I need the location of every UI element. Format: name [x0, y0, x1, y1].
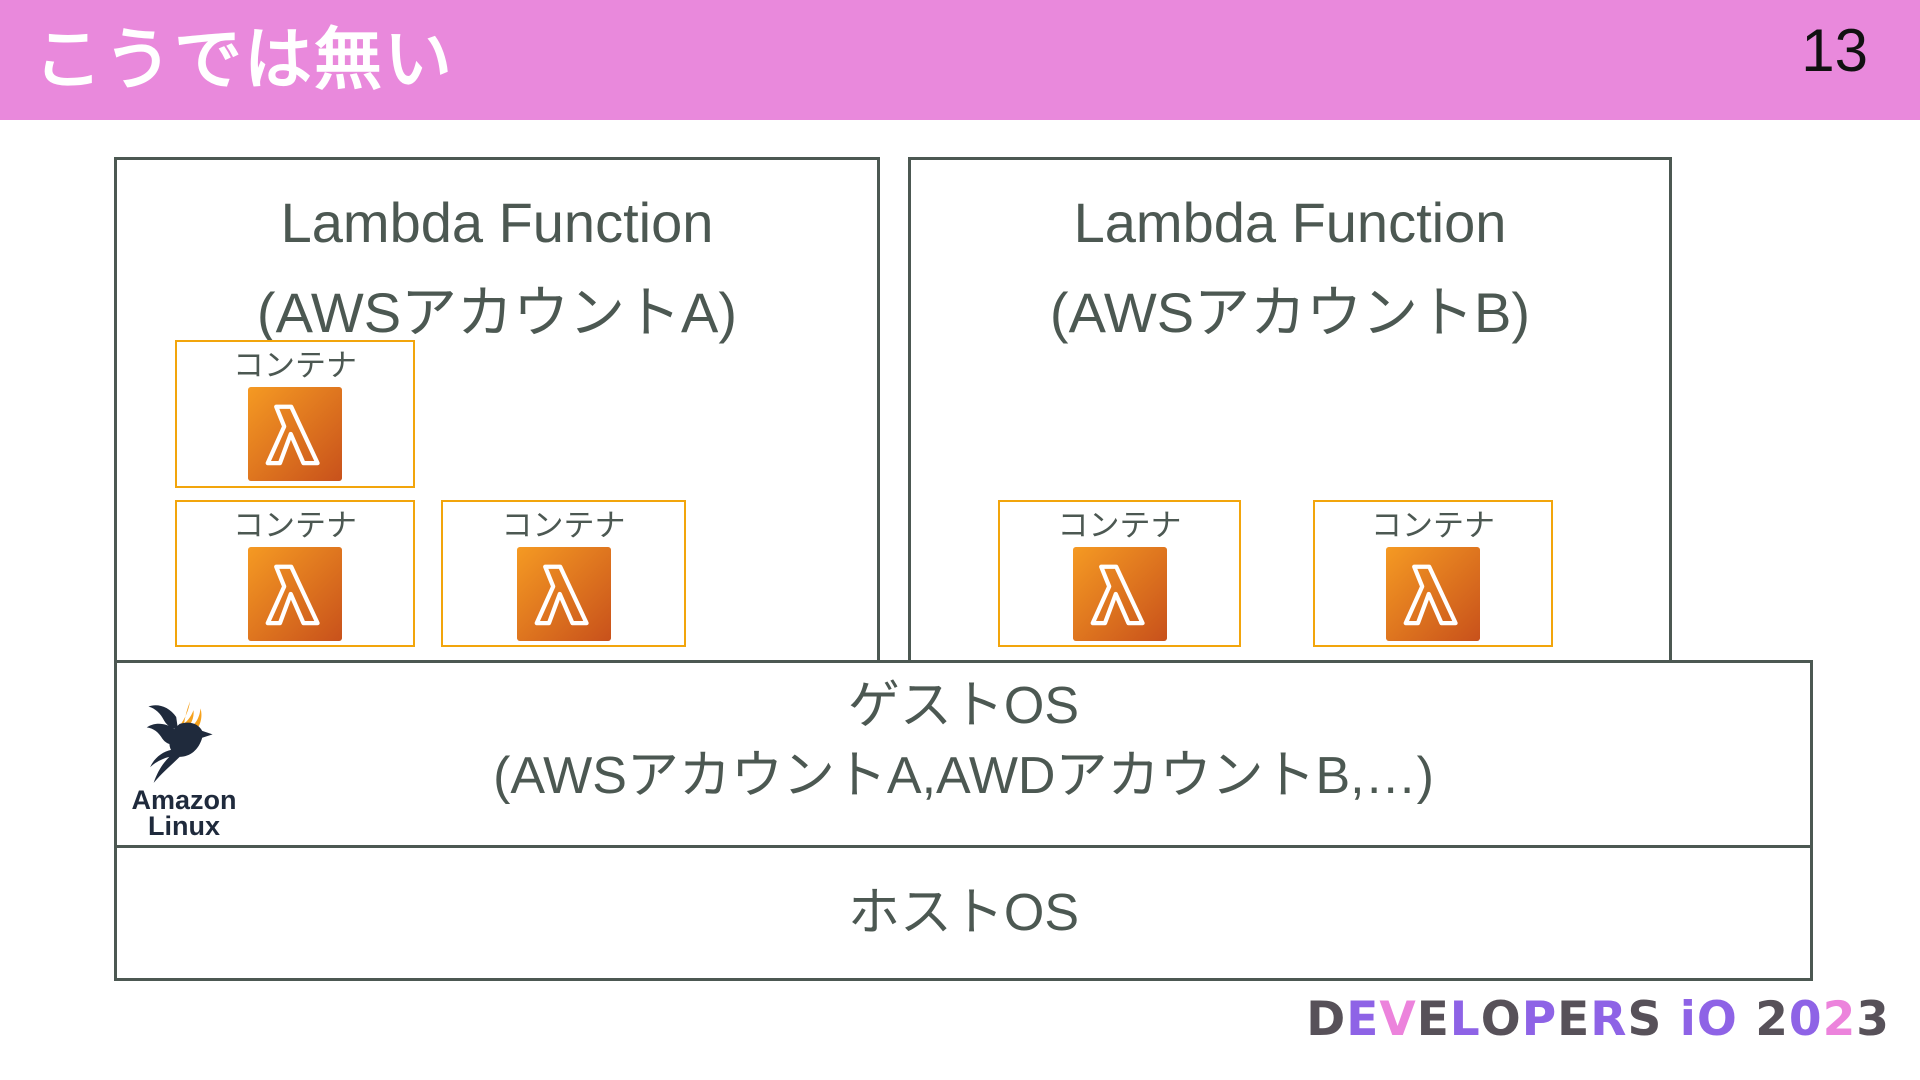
developers-io-logo-letter: 3 — [1856, 992, 1890, 1047]
lambda-box-a-title-line2: (AWSアカウントA) — [256, 281, 738, 344]
container-label: コンテナ — [233, 348, 357, 383]
container-box: コンテナ — [441, 500, 686, 647]
developers-io-logo-letter: E — [1346, 992, 1380, 1047]
developers-io-logo: DEVELOPERS iO 2023 — [1306, 992, 1890, 1047]
lambda-box-a-title: Lambda Function (AWSアカウントA) — [117, 178, 877, 358]
developers-io-logo-letter — [1738, 992, 1755, 1047]
slide-header: こうでは無い 13 — [0, 0, 1920, 120]
amazon-linux-logo: Amazon Linux — [129, 699, 239, 841]
container-label: コンテナ — [233, 508, 357, 543]
developers-io-logo-letter: 2 — [1755, 992, 1789, 1047]
lambda-box-b-title-line2: (AWSアカウントB) — [1049, 281, 1531, 344]
developers-io-logo-letter: O — [1696, 992, 1738, 1047]
host-os-box: ホストOS — [114, 845, 1813, 981]
container-label: コンテナ — [1057, 508, 1182, 543]
developers-io-logo-letter: D — [1306, 992, 1347, 1047]
amazon-linux-bird-icon — [146, 701, 213, 783]
developers-io-logo-letter: L — [1449, 992, 1481, 1047]
lambda-function-box-b: Lambda Function (AWSアカウントB) コンテナ コンテナ — [908, 157, 1672, 663]
lambda-icon — [248, 547, 342, 641]
guest-os-box: ゲストOS (AWSアカウントA,AWDアカウントB,…) Amazon Lin… — [114, 660, 1813, 848]
lambda-icon — [516, 547, 611, 641]
developers-io-logo-letter: E — [1416, 992, 1450, 1047]
developers-io-logo-letter: V — [1379, 992, 1417, 1047]
developers-io-logo-letter: O — [1480, 992, 1522, 1047]
developers-io-logo-letter — [1662, 992, 1679, 1047]
container-label: コンテナ — [1371, 508, 1495, 543]
container-box: コンテナ — [175, 500, 415, 647]
developers-io-logo-letter: i — [1679, 992, 1697, 1047]
container-box: コンテナ — [998, 500, 1241, 647]
container-label: コンテナ — [501, 508, 626, 543]
lambda-icon — [248, 387, 342, 481]
lambda-box-a-title-line1: Lambda Function — [280, 191, 714, 254]
host-os-label: ホストOS — [847, 884, 1080, 942]
page-number: 13 — [1801, 17, 1868, 84]
lambda-icon — [1072, 547, 1167, 641]
developers-io-logo-letter: 0 — [1788, 992, 1823, 1047]
developers-io-logo-letter: P — [1521, 992, 1558, 1047]
container-box: コンテナ — [175, 340, 415, 488]
developers-io-logo-letter: 2 — [1822, 992, 1857, 1047]
developers-io-logo-letter: R — [1590, 992, 1628, 1047]
lambda-box-b-title-line1: Lambda Function — [1073, 191, 1507, 254]
amazon-linux-label-line1: Amazon — [131, 785, 237, 815]
amazon-linux-label-line2: Linux — [148, 811, 220, 841]
guest-os-title: ゲストOS (AWSアカウントA,AWDアカウントB,…) — [117, 671, 1810, 811]
lambda-box-b-title: Lambda Function (AWSアカウントB) — [911, 178, 1669, 358]
lambda-icon — [1386, 547, 1480, 641]
developers-io-logo-letter: S — [1627, 992, 1663, 1047]
guest-os-title-line2: (AWSアカウントA,AWDアカウントB,…) — [493, 747, 1434, 805]
guest-os-title-line1: ゲストOS — [847, 677, 1080, 735]
developers-io-logo-letter: E — [1557, 992, 1591, 1047]
slide-title: こうでは無い — [34, 22, 455, 98]
lambda-function-box-a: Lambda Function (AWSアカウントA) コンテナ コンテナ コン… — [114, 157, 880, 663]
container-box: コンテナ — [1313, 500, 1553, 647]
